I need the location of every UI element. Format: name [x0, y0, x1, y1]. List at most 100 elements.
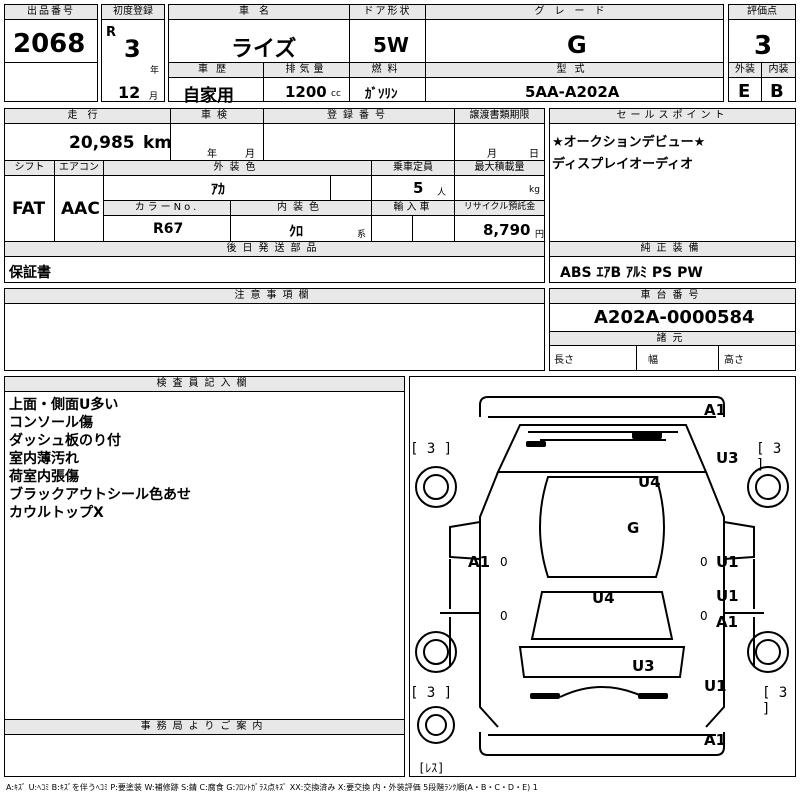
mileage-label: 走行	[5, 109, 170, 124]
notes-box: 注意事項欄	[4, 288, 545, 371]
color-label: 外装色	[104, 161, 371, 176]
score-label: 評価点	[729, 5, 795, 20]
later-parts-label: 後日発送部品	[5, 242, 544, 257]
interior-grade: B	[770, 81, 784, 102]
inspector-line-6: ブラックアウトシール色あせ	[9, 487, 191, 503]
recycle-label: リサイクル預託金	[455, 201, 544, 216]
shift-label: シフト	[5, 161, 54, 176]
recycle-unit: 円	[535, 230, 545, 240]
mark-a1-left: A1	[468, 553, 491, 571]
load-label: 最大積載量	[455, 161, 544, 176]
mark-g-center: G	[627, 519, 640, 537]
tire-bracket-tr: [ 3 ]	[756, 441, 782, 473]
history: 自家用	[183, 86, 234, 106]
sales-point-line-1: ★オークションデビュー★	[552, 135, 706, 150]
colorno-label: カラーNo.	[104, 201, 230, 216]
month-unit: 月	[149, 92, 159, 102]
displacement: 1200	[285, 83, 327, 101]
office-label: 事務局よりご案内	[5, 720, 404, 735]
exterior-grade: E	[738, 81, 751, 102]
mileage-unit: km	[143, 133, 173, 153]
fuel-label: 燃料	[350, 63, 425, 78]
capacity-label: 乗車定員	[372, 161, 454, 176]
tire-bracket-tl: [ 3 ]	[410, 441, 453, 457]
car-name-label: 車名	[169, 5, 349, 20]
grade-label: グレード	[426, 5, 723, 20]
grade: G	[567, 31, 587, 59]
length-label: 長さ	[554, 355, 574, 366]
lot-number-label: 出品番号	[5, 5, 97, 20]
first-registration-label: 初度登録	[102, 5, 164, 20]
mark-u3-bottom: U3	[632, 657, 655, 675]
insp-year-unit: 年	[207, 149, 217, 160]
first-registration-cell: 初度登録 R 3 年 12 月	[101, 4, 165, 102]
reg-year: 3	[124, 35, 141, 63]
zero-mark-2: 0	[500, 609, 508, 623]
displacement-unit: cc	[331, 89, 341, 99]
mark-a1-right: A1	[716, 613, 739, 631]
door-type: 5W	[373, 33, 409, 57]
reg-month: 12	[118, 83, 141, 102]
car-outline-diagram	[415, 396, 789, 756]
capacity-unit: 人	[437, 188, 447, 198]
score: 3	[754, 31, 773, 61]
inspector-line-5: 荷室内張傷	[9, 469, 79, 485]
shift: FAT	[12, 199, 46, 219]
inspector-line-4: 室内薄汚れ	[9, 451, 79, 467]
color-number: R67	[153, 221, 184, 237]
inspector-line-2: コンソール傷	[9, 415, 93, 431]
sales-point-box: セールスポイント ★オークションデビュー★ ディスプレイオーディオ	[549, 108, 796, 242]
lot-number-cell: 出品番号 2068	[4, 4, 98, 102]
regno-label: 登録番号	[264, 109, 454, 124]
transfer-month-unit: 月	[487, 149, 497, 160]
transfer-day-unit: 日	[529, 149, 539, 160]
mark-u1-right-a: U1	[716, 553, 739, 571]
inspector-line-3: ダッシュ板のり付	[9, 433, 121, 449]
transfer-label: 譲渡書類期限	[455, 109, 544, 124]
mileage: 20,985	[69, 133, 135, 153]
vehicle-name-block: 車名 ドア形状 グレード ライズ 5W G 車歴 排気量 燃料 型式 自家用 1…	[168, 4, 724, 106]
exterior-label: 外装	[729, 63, 761, 78]
inspector-box: 検査員記入欄 上面・側面U多い コンソール傷 ダッシュ板のり付 室内薄汚れ 荷室…	[4, 376, 405, 720]
spare-tire-bracket: [ﾚｽ]	[418, 761, 445, 775]
damage-diagram: A1 U3 U4 G A1 U1 U1 U4 A1 U3 U1 A1 [ 3 ]…	[409, 376, 796, 777]
history-label: 車歴	[169, 63, 263, 78]
inspection-label: 車検	[171, 109, 263, 124]
legend-text: A:ｷｽﾞ U:ﾍｺﾐ B:ｷｽﾞを伴うﾍｺﾐ P:要塗装 W:補修跡 S:錆 …	[6, 783, 538, 792]
lot-number: 2068	[13, 29, 86, 59]
chassis-label: 車台番号	[550, 289, 795, 304]
mark-u4-top: U4	[638, 473, 661, 491]
ac: AAC	[61, 199, 100, 219]
inspector-line-1: 上面・側面U多い	[9, 397, 119, 413]
interior-color-unit: 系	[357, 230, 367, 240]
zero-mark-3: 0	[700, 555, 708, 569]
displacement-label: 排気量	[264, 63, 349, 78]
mark-u3-right: U3	[716, 449, 739, 467]
car-name: ライズ	[231, 37, 297, 62]
equipment-label: 純正装備	[550, 242, 795, 257]
later-parts-value: 保証書	[9, 265, 51, 281]
inspector-line-7: カウルトップX	[9, 505, 104, 521]
reg-era: R	[106, 25, 117, 40]
zero-mark-1: 0	[500, 555, 508, 569]
sales-point-line-2: ディスプレイオーディオ	[552, 157, 694, 172]
tire-bracket-bl: [ 3 ]	[410, 685, 453, 701]
height-label: 高さ	[724, 355, 744, 366]
interior-label: 内装	[762, 63, 795, 78]
notes-label: 注意事項欄	[5, 289, 544, 304]
door-label: ドア形状	[350, 5, 425, 20]
year-unit: 年	[150, 66, 160, 76]
mark-u1-bottom: U1	[704, 677, 727, 695]
chassis-number: A202A-0000584	[594, 307, 755, 328]
later-parts-box: 後日発送部品 保証書	[4, 241, 545, 283]
interior-color: ｸﾛ	[289, 224, 303, 240]
recycle-fee: 8,790	[483, 221, 531, 239]
sales-point-label: セールスポイント	[550, 109, 795, 124]
zero-mark-4: 0	[700, 609, 708, 623]
equipment-value: ABS ｴｱB ｱﾙﾐ PS PW	[560, 265, 703, 281]
chassis-box: 車台番号 A202A-0000584 諸元 長さ 幅 高さ	[549, 288, 796, 371]
capacity: 5	[413, 179, 424, 197]
fuel: ｶﾞｿﾘﾝ	[365, 87, 398, 102]
model-label: 型式	[426, 63, 723, 78]
spec-label: 諸元	[550, 332, 795, 346]
